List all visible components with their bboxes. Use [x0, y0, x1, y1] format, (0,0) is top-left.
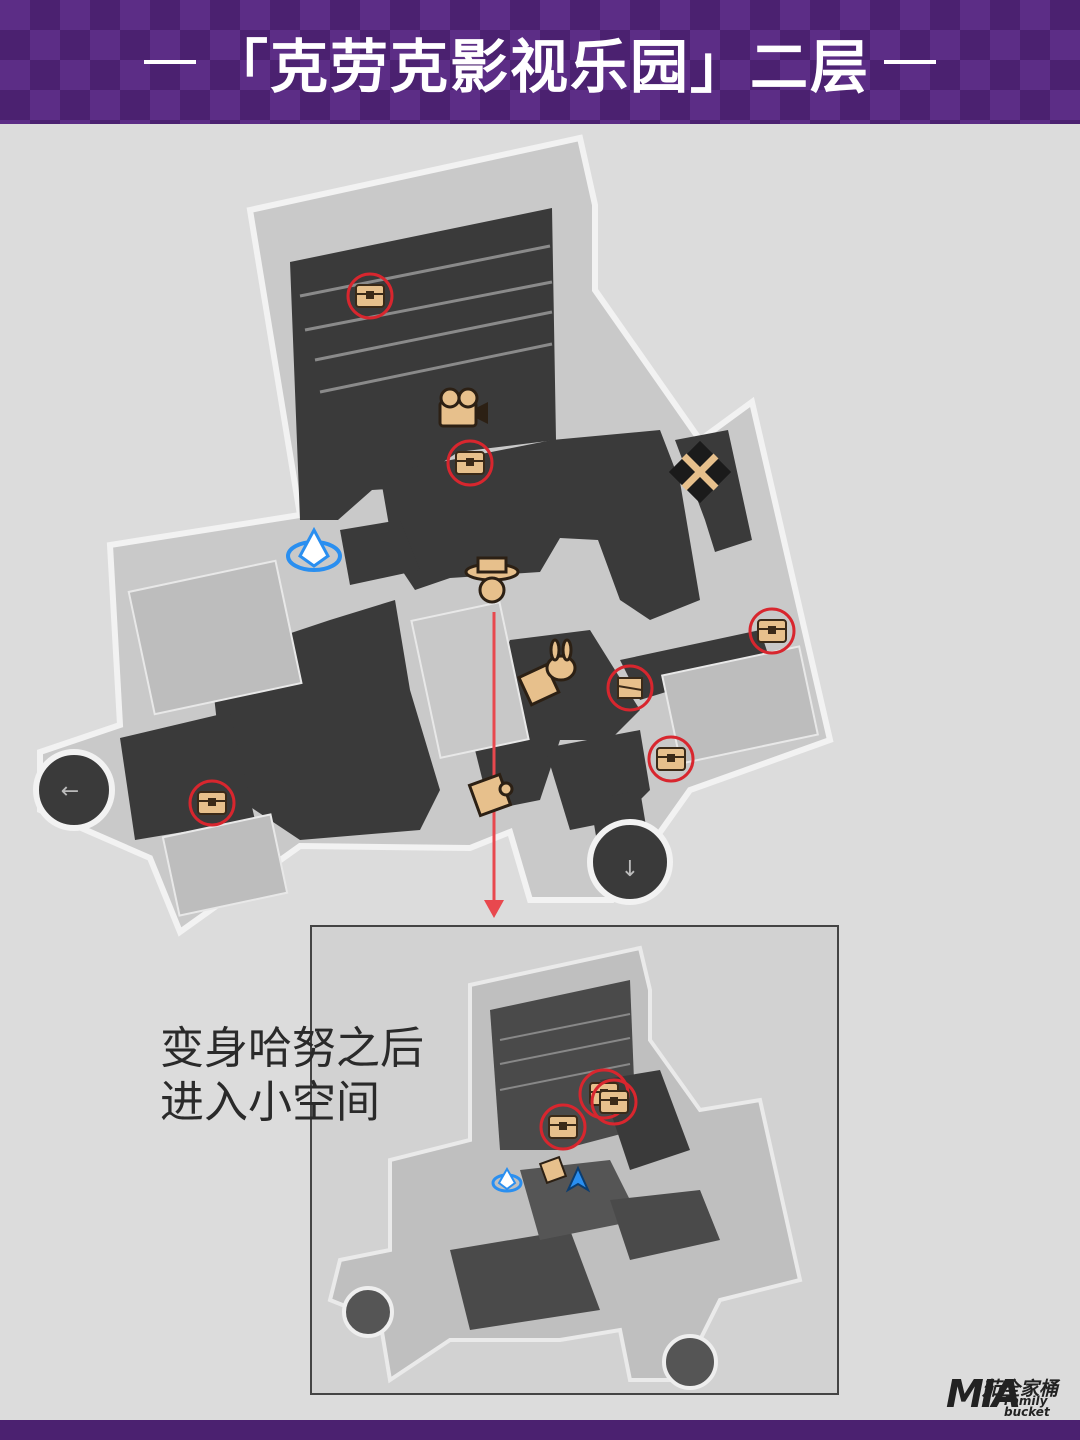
- logo-cn-text: 茄全家桶: [982, 1378, 1059, 1400]
- chest-marker[interactable]: [590, 1078, 638, 1126]
- page-title: 「克劳克影视乐园」二层: [0, 0, 1080, 124]
- footer-bar: [0, 1420, 1080, 1440]
- main-map: ↓ ←: [33, 134, 834, 937]
- brand-logo: MIA 茄全家桶 Family bucket: [946, 1372, 1070, 1418]
- camera-quest-icon[interactable]: [438, 387, 488, 428]
- chest-marker[interactable]: [188, 779, 236, 827]
- chest-marker[interactable]: [346, 272, 394, 320]
- inset-map: [310, 925, 839, 1395]
- logo-mark: MIA: [946, 1372, 1021, 1416]
- svg-text:←: ←: [61, 779, 79, 804]
- puzzle-piece-icon[interactable]: [467, 772, 514, 818]
- chest-marker[interactable]: [446, 439, 494, 487]
- title-dash-right: [884, 60, 936, 64]
- space-anchor-icon[interactable]: [491, 1166, 523, 1193]
- space-anchor-icon[interactable]: [286, 526, 342, 572]
- svg-text:↓: ↓: [621, 857, 639, 882]
- chest-marker[interactable]: [647, 735, 695, 783]
- caption-line-1: 变身哈努之后: [160, 1023, 424, 1074]
- logo-en-text: Family bucket: [1004, 1394, 1050, 1419]
- route-arrow: [484, 612, 504, 918]
- player-cursor-icon: [565, 1165, 591, 1193]
- title-dash-left: [143, 60, 196, 64]
- bunny-puzzle-icon[interactable]: [516, 638, 577, 707]
- detective-icon[interactable]: [464, 556, 520, 604]
- page-title-text: 「克劳克影视乐园」二层: [209, 33, 870, 101]
- trash-bin-marker[interactable]: [606, 664, 654, 712]
- crossed-swords-icon[interactable]: [668, 440, 732, 504]
- chest-marker[interactable]: [539, 1103, 587, 1151]
- chest-marker[interactable]: [748, 607, 796, 655]
- header-banner: 「克劳克影视乐园」二层: [0, 0, 1080, 124]
- caption: 变身哈努之后 进入小空间: [160, 1022, 424, 1130]
- caption-line-2: 进入小空间: [160, 1077, 380, 1128]
- puzzle-piece-icon[interactable]: [538, 1155, 568, 1185]
